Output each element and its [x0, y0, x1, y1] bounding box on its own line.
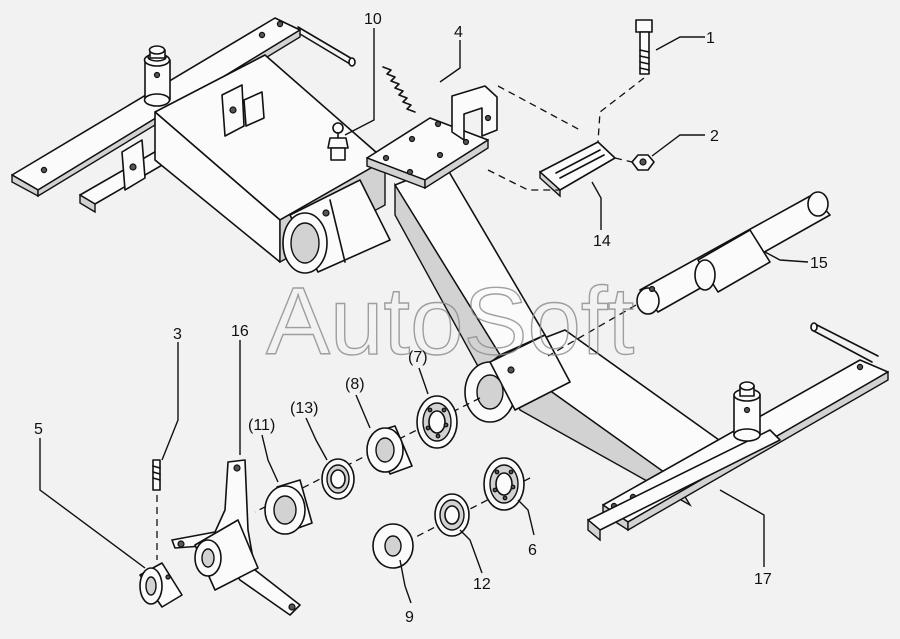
- callout-12: 12: [473, 576, 491, 593]
- bracket-part-4: [451, 85, 498, 141]
- callout-16: 16: [231, 323, 249, 340]
- plate-part-14: [539, 141, 616, 198]
- callout-7: (7): [408, 349, 428, 366]
- bearing-part-13: [321, 458, 355, 500]
- leader-lines: [39, 28, 809, 604]
- bearing-part-7: [416, 395, 458, 449]
- shaft-part-15: [547, 191, 831, 357]
- washer-part-9: [372, 523, 414, 569]
- rocker-arm-part-16: [171, 459, 301, 616]
- callout-14: 14: [593, 233, 611, 250]
- callout-8: (8): [345, 376, 365, 393]
- callout-4: 4: [454, 24, 463, 41]
- pin-part-3: [152, 459, 161, 560]
- callout-17: 17: [754, 571, 772, 588]
- pivot-tube: [282, 179, 391, 274]
- callout-3: 3: [173, 326, 182, 343]
- collar-part-5: [139, 562, 183, 608]
- bolt-part-1: [635, 19, 653, 75]
- right-frame: [464, 322, 889, 542]
- grease-fitting-part-10: [327, 122, 349, 161]
- callout-15: 15: [810, 255, 828, 272]
- callout-13: (13): [290, 400, 318, 417]
- bearing-part-6: [483, 457, 525, 511]
- spacer-part-8: [366, 425, 413, 475]
- nut-part-2: [631, 154, 655, 171]
- callout-2: 2: [710, 128, 719, 145]
- callout-5: 5: [34, 421, 43, 438]
- watermark-text: AutoSoft: [266, 268, 634, 375]
- callout-9: 9: [405, 609, 414, 626]
- callout-10: 10: [364, 11, 382, 28]
- callout-6: 6: [528, 542, 537, 559]
- callout-labels: 1 2 3 4 5 6 (7) (8) 9 10 (11) 12 (13) 14…: [34, 11, 828, 626]
- spring-part-4: [382, 66, 416, 113]
- bearing-part-12: [434, 493, 470, 537]
- callout-11: (11): [248, 417, 275, 434]
- callout-1: 1: [706, 30, 715, 47]
- spacer-part-11: [264, 479, 313, 535]
